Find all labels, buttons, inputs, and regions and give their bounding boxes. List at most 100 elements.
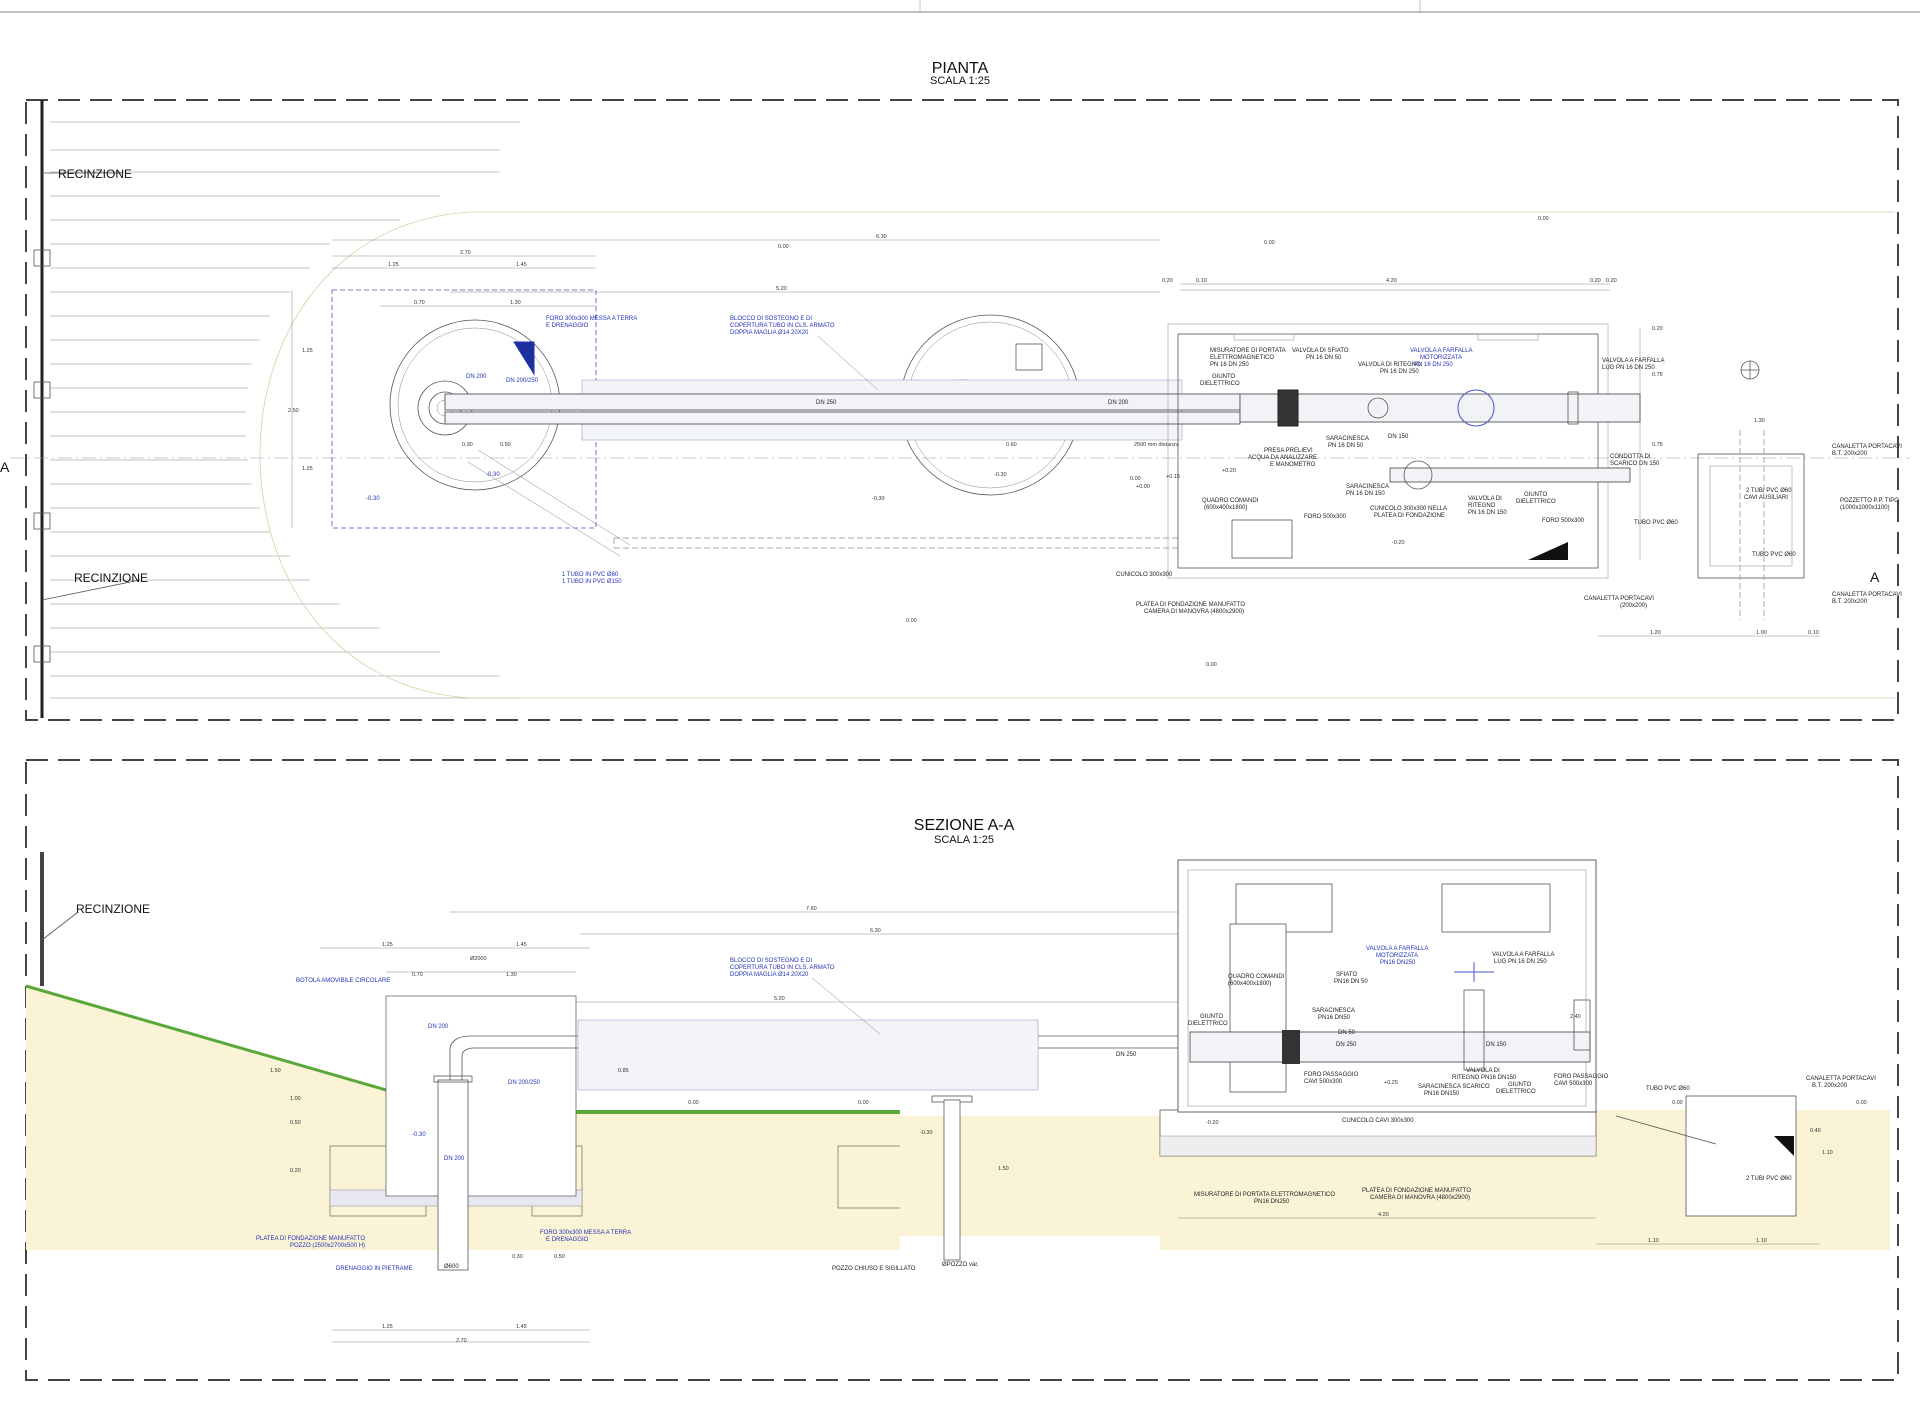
- drawing-label: BLOCCO DI SOSTEGNO E DI: [730, 958, 812, 964]
- drawing-label: 1.45: [516, 262, 527, 268]
- drawing-label: Ø2000: [470, 956, 487, 962]
- drawing-label: DN 200: [1108, 400, 1129, 406]
- drawing-label: 0.75: [1652, 442, 1663, 448]
- drawing-label: RITEGNO PN16 DN150: [1452, 1075, 1517, 1081]
- drawing-label: 1.25: [302, 348, 313, 354]
- drawing-label: CANALETTA PORTACAVI: [1832, 444, 1902, 450]
- drawing-label: FORO PASSAGGIO: [1304, 1072, 1359, 1078]
- drawing-label: 0.00: [1264, 240, 1275, 246]
- site-outline: [259, 211, 1895, 699]
- drawing-label: DN 200: [444, 1156, 465, 1162]
- drawing-label: 0.00: [1130, 476, 1141, 482]
- drawing-label: PN 16 DN 250: [1380, 369, 1419, 375]
- drawing-label: -0.20: [1206, 1120, 1219, 1126]
- drawing-label: MOTORIZZATA: [1376, 953, 1418, 959]
- drawing-label: 0.00: [1672, 1100, 1683, 1106]
- drawing-label: Ø600: [444, 1264, 459, 1270]
- drawing-label: 0.00: [858, 1100, 869, 1106]
- drawing-label: PN16 DN250: [1380, 960, 1416, 966]
- drawing-label: 0.50: [554, 1254, 565, 1260]
- section-view: SEZIONE A-A SCALA 1:25 RECINZIONE: [25, 759, 1899, 1381]
- motorized-valve-plan: [1457, 389, 1495, 427]
- drawing-label: CONDOTTA DI: [1610, 454, 1651, 460]
- drawing-label: 0.30: [512, 1254, 523, 1260]
- soil-slope: [26, 986, 386, 1250]
- drawing-label: +0.15: [1166, 474, 1180, 480]
- drawing-label: CUNICOLO CAVI 300x300: [1342, 1118, 1414, 1124]
- drawing-label: VALVOLA A FARFALLA: [1602, 358, 1664, 364]
- drawing-label: 1.25: [302, 466, 313, 472]
- drawing-label: DIELETTRICO: [1496, 1089, 1536, 1095]
- drawing-label: VALVOLA A FARFALLA: [1492, 952, 1554, 958]
- drawing-label: 4.20: [1378, 1212, 1389, 1218]
- sealed-well-pipe: [943, 1099, 961, 1261]
- well-chamber-section: [385, 995, 577, 1197]
- drawing-label: -0.30: [486, 472, 500, 478]
- drawing-label: CUNICOLO 300x300: [1116, 572, 1173, 578]
- drawing-label: 1.10: [1756, 1238, 1767, 1244]
- drawing-label: 4.20: [1386, 278, 1397, 284]
- drawing-label: 2.70: [456, 1338, 467, 1344]
- drawing-label: 0.30: [462, 442, 473, 448]
- drawing-label: 1.10: [1648, 1238, 1659, 1244]
- flow-meter-plan: [1277, 389, 1299, 427]
- drawing-label: 1.10: [1822, 1150, 1833, 1156]
- drawing-label: PLATEA DI FONDAZIONE MANUFATTO: [1362, 1188, 1471, 1194]
- drawing-label: 1.30: [506, 972, 517, 978]
- drawing-label: 2 TUBI PVC Ø60: [1746, 1176, 1792, 1182]
- drawing-label: 1.25: [388, 262, 399, 268]
- drawing-label: 1.45: [516, 1324, 527, 1330]
- drawing-label: CANALETTA PORTACAVI: [1806, 1076, 1876, 1082]
- chamber-main-pipe: [1239, 393, 1641, 423]
- drawing-label: 1.50: [998, 1166, 1009, 1172]
- drawing-label: PN 16 DN 50: [1328, 443, 1364, 449]
- grass-slope: [25, 984, 387, 1092]
- drawing-label: 6.30: [876, 234, 887, 240]
- drawing-label: DN 200: [466, 374, 487, 380]
- drawing-label: 5.20: [774, 996, 785, 1002]
- plan-dimensions: 6.30 2.70 1.25 1.45 5.20 0.70 1.30 0.30 …: [288, 234, 1820, 637]
- drawing-label: 1.50: [270, 1068, 281, 1074]
- drawing-label: VALVOLA DI RITEGNO: [1358, 362, 1421, 368]
- drain-pipe-dn150: [1389, 467, 1631, 483]
- drawing-label: DIELETTRICO: [1188, 1021, 1228, 1027]
- drawing-label: -0.30: [994, 472, 1007, 478]
- control-panel-section: [1229, 923, 1287, 1093]
- drawing-label: SFIATO: [1336, 972, 1357, 978]
- drawing-label: GIUNTO: [1212, 374, 1236, 380]
- drawing-label: PN16 DN250: [1254, 1199, 1290, 1205]
- drawing-label: B.T. 200x200: [1812, 1083, 1848, 1089]
- drawing-label: 2.50: [288, 408, 299, 414]
- drawing-label: LUG PN 16 DN 250: [1602, 365, 1655, 371]
- drawing-label: PN 16 DN 150: [1468, 510, 1507, 516]
- drawing-label: MISURATORE DI PORTATA ELETTROMAGNETICO: [1194, 1192, 1335, 1198]
- drawing-label: POZZO CHIUSO E SIGILLATO: [832, 1266, 916, 1272]
- drawing-label: RITEGNO: [1468, 503, 1496, 509]
- drawing-label: FORO 500x300: [1304, 514, 1347, 520]
- drawing-label: (1000x1000x1100): [1840, 505, 1890, 511]
- flow-meter-section: [1282, 1030, 1300, 1064]
- drawing-label: LUG PN 16 DN 250: [1494, 959, 1547, 965]
- drawing-label: CAVI AUSILIARI: [1744, 495, 1788, 501]
- drawing-label: TUBO PVC Ø60: [1634, 520, 1678, 526]
- drawing-label: DOPPIA MAGLIA Ø14 20X20: [730, 972, 809, 978]
- drawing-label: VALVOLA A FARFALLA: [1366, 946, 1428, 952]
- drawing-label: PN 16 DN 250: [1210, 362, 1249, 368]
- drawing-label: MOTORIZZATA: [1420, 355, 1462, 361]
- plan-title: PIANTA: [932, 60, 989, 77]
- drawing-label: DN 50: [1338, 1030, 1356, 1036]
- drawing-label: SARACINESCA SCARICO: [1418, 1084, 1490, 1090]
- drawing-label: CUNICOLO 300x300 NELLA: [1370, 506, 1447, 512]
- cable-hole-marker: [1528, 542, 1568, 560]
- drawing-label: 1.45: [516, 942, 527, 948]
- drawing-label: 0.85: [618, 1068, 629, 1074]
- earth-drain-hole: [513, 341, 535, 376]
- drawing-label: 1 TUBO IN PVC Ø150: [562, 579, 622, 585]
- drawing-label: MISURATORE DI PORTATA: [1210, 348, 1286, 354]
- drawing-label: PN16 DN 50: [1334, 979, 1368, 985]
- drawing-label: POZZETTO P.P. TIPO: [1840, 498, 1899, 504]
- drawing-label: 0.00: [1206, 662, 1217, 668]
- drawing-label: COPERTURA TUBO IN CLS. ARMATO: [730, 965, 835, 971]
- drawing-label: ELETTROMAGNETICO: [1210, 355, 1274, 361]
